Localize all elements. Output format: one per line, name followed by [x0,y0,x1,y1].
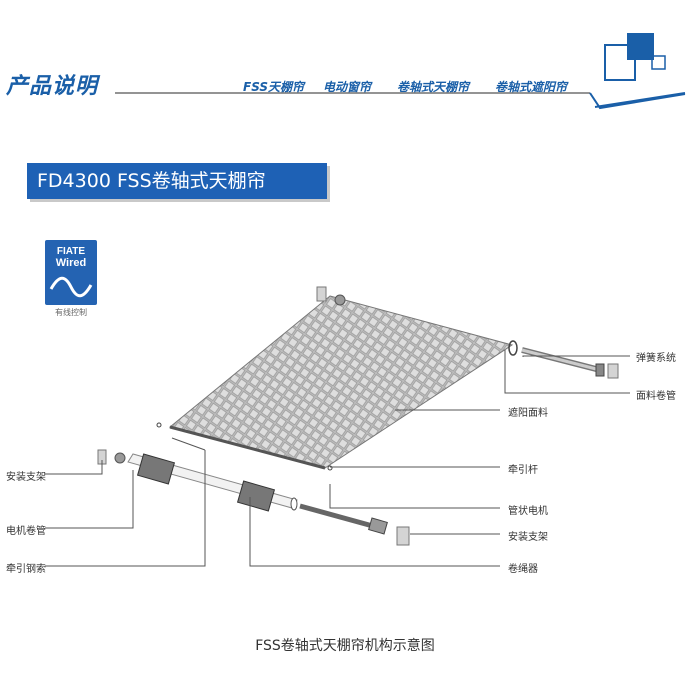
wave-icon [49,276,93,298]
badge-caption: 有线控制 [55,308,87,317]
nav-item-fss[interactable]: FSS天棚帘 [243,80,305,94]
label-traction-cable: 牵引钢索 [6,564,46,575]
label-motor-tube: 电机卷管 [6,526,46,537]
section-title: 产品说明 [6,74,99,99]
wired-badge [45,240,97,305]
label-fabric-tube: 面料卷管 [636,391,676,402]
left-bracket [97,449,126,465]
label-tubular-motor: 管状电机 [508,506,548,517]
label-bracket-right: 安装支架 [508,532,548,543]
label-rope-winder: 卷绳器 [508,564,538,575]
label-bracket-left: 安装支架 [6,472,46,483]
top-bracket [316,286,346,306]
leader-lines [45,350,630,567]
spring-tube [508,340,619,379]
nav-item-roller-skylight[interactable]: 卷轴式天棚帘 [397,80,470,94]
shading-fabric-panel [168,295,514,470]
badge-wired: Wired [55,257,87,269]
product-title: FD4300 FSS卷轴式天棚帘 [27,163,327,199]
label-spring-system: 弹簧系统 [636,353,676,364]
nav-item-electric-curtain[interactable]: 电动窗帘 [323,80,372,94]
label-traction-bar: 牵引杆 [508,465,538,476]
motor-tube [127,453,410,546]
badge-brand: FIATE [56,246,86,257]
header-decoration [115,33,686,110]
label-shading-fabric: 遮阳面料 [508,408,548,419]
nav-item-roller-shade[interactable]: 卷轴式遮阳帘 [495,80,568,94]
diagram-caption: FSS卷轴式天棚帘机构示意图 [255,638,435,654]
